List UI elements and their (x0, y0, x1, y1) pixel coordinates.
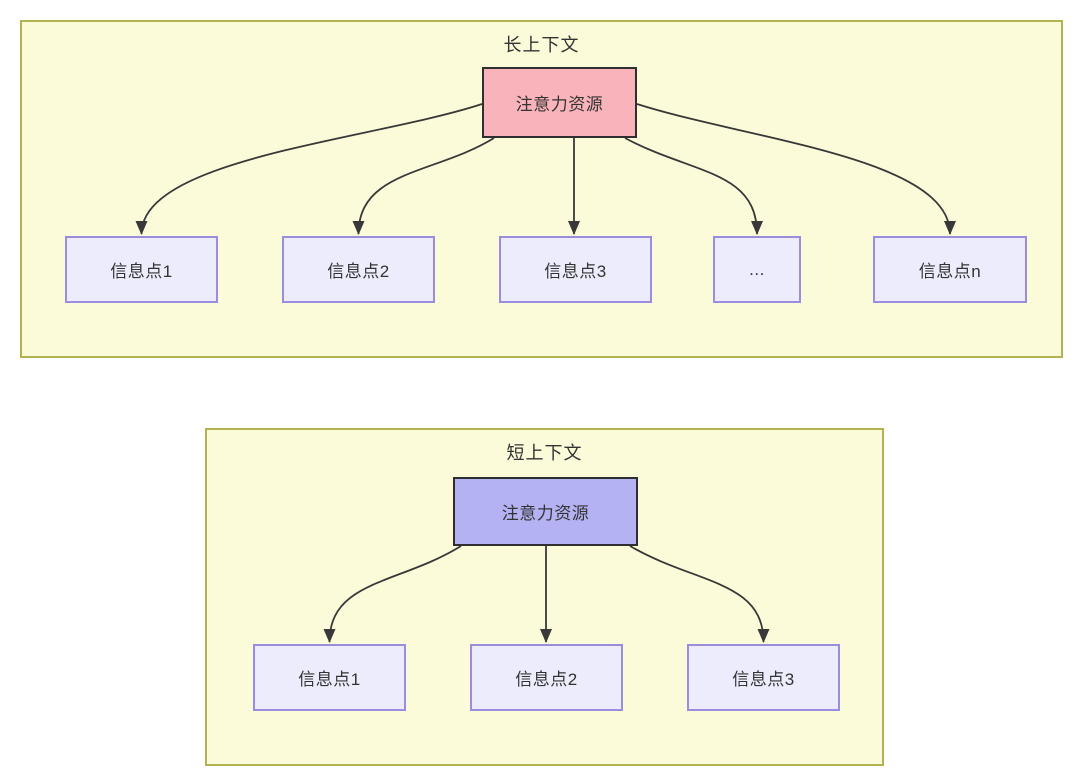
long-attention-label: 注意力资源 (515, 95, 604, 114)
long-info-node-1: 信息点1 (65, 236, 218, 303)
long-info-label-ellipsis: ... (749, 259, 765, 279)
long-info-label-3: 信息点3 (544, 262, 607, 281)
short-info-label-2: 信息点2 (515, 670, 578, 689)
long-context-title: 长上下文 (503, 35, 580, 55)
short-info-node-3: 信息点3 (687, 644, 840, 711)
long-info-node-ellipsis: ... (713, 236, 801, 303)
short-info-node-2: 信息点2 (470, 644, 623, 711)
long-info-node-n: 信息点n (873, 236, 1027, 303)
long-info-node-2: 信息点2 (282, 236, 435, 303)
long-attention-node: 注意力资源 (482, 67, 637, 138)
short-attention-node: 注意力资源 (453, 477, 638, 546)
short-attention-label: 注意力资源 (501, 504, 590, 523)
short-info-label-3: 信息点3 (732, 670, 795, 689)
long-info-label-n: 信息点n (918, 262, 982, 281)
long-info-node-3: 信息点3 (499, 236, 652, 303)
short-info-node-1: 信息点1 (253, 644, 406, 711)
long-info-label-2: 信息点2 (327, 262, 390, 281)
short-info-label-1: 信息点1 (298, 670, 361, 689)
short-context-title: 短上下文 (506, 443, 583, 463)
long-info-label-1: 信息点1 (110, 262, 173, 281)
